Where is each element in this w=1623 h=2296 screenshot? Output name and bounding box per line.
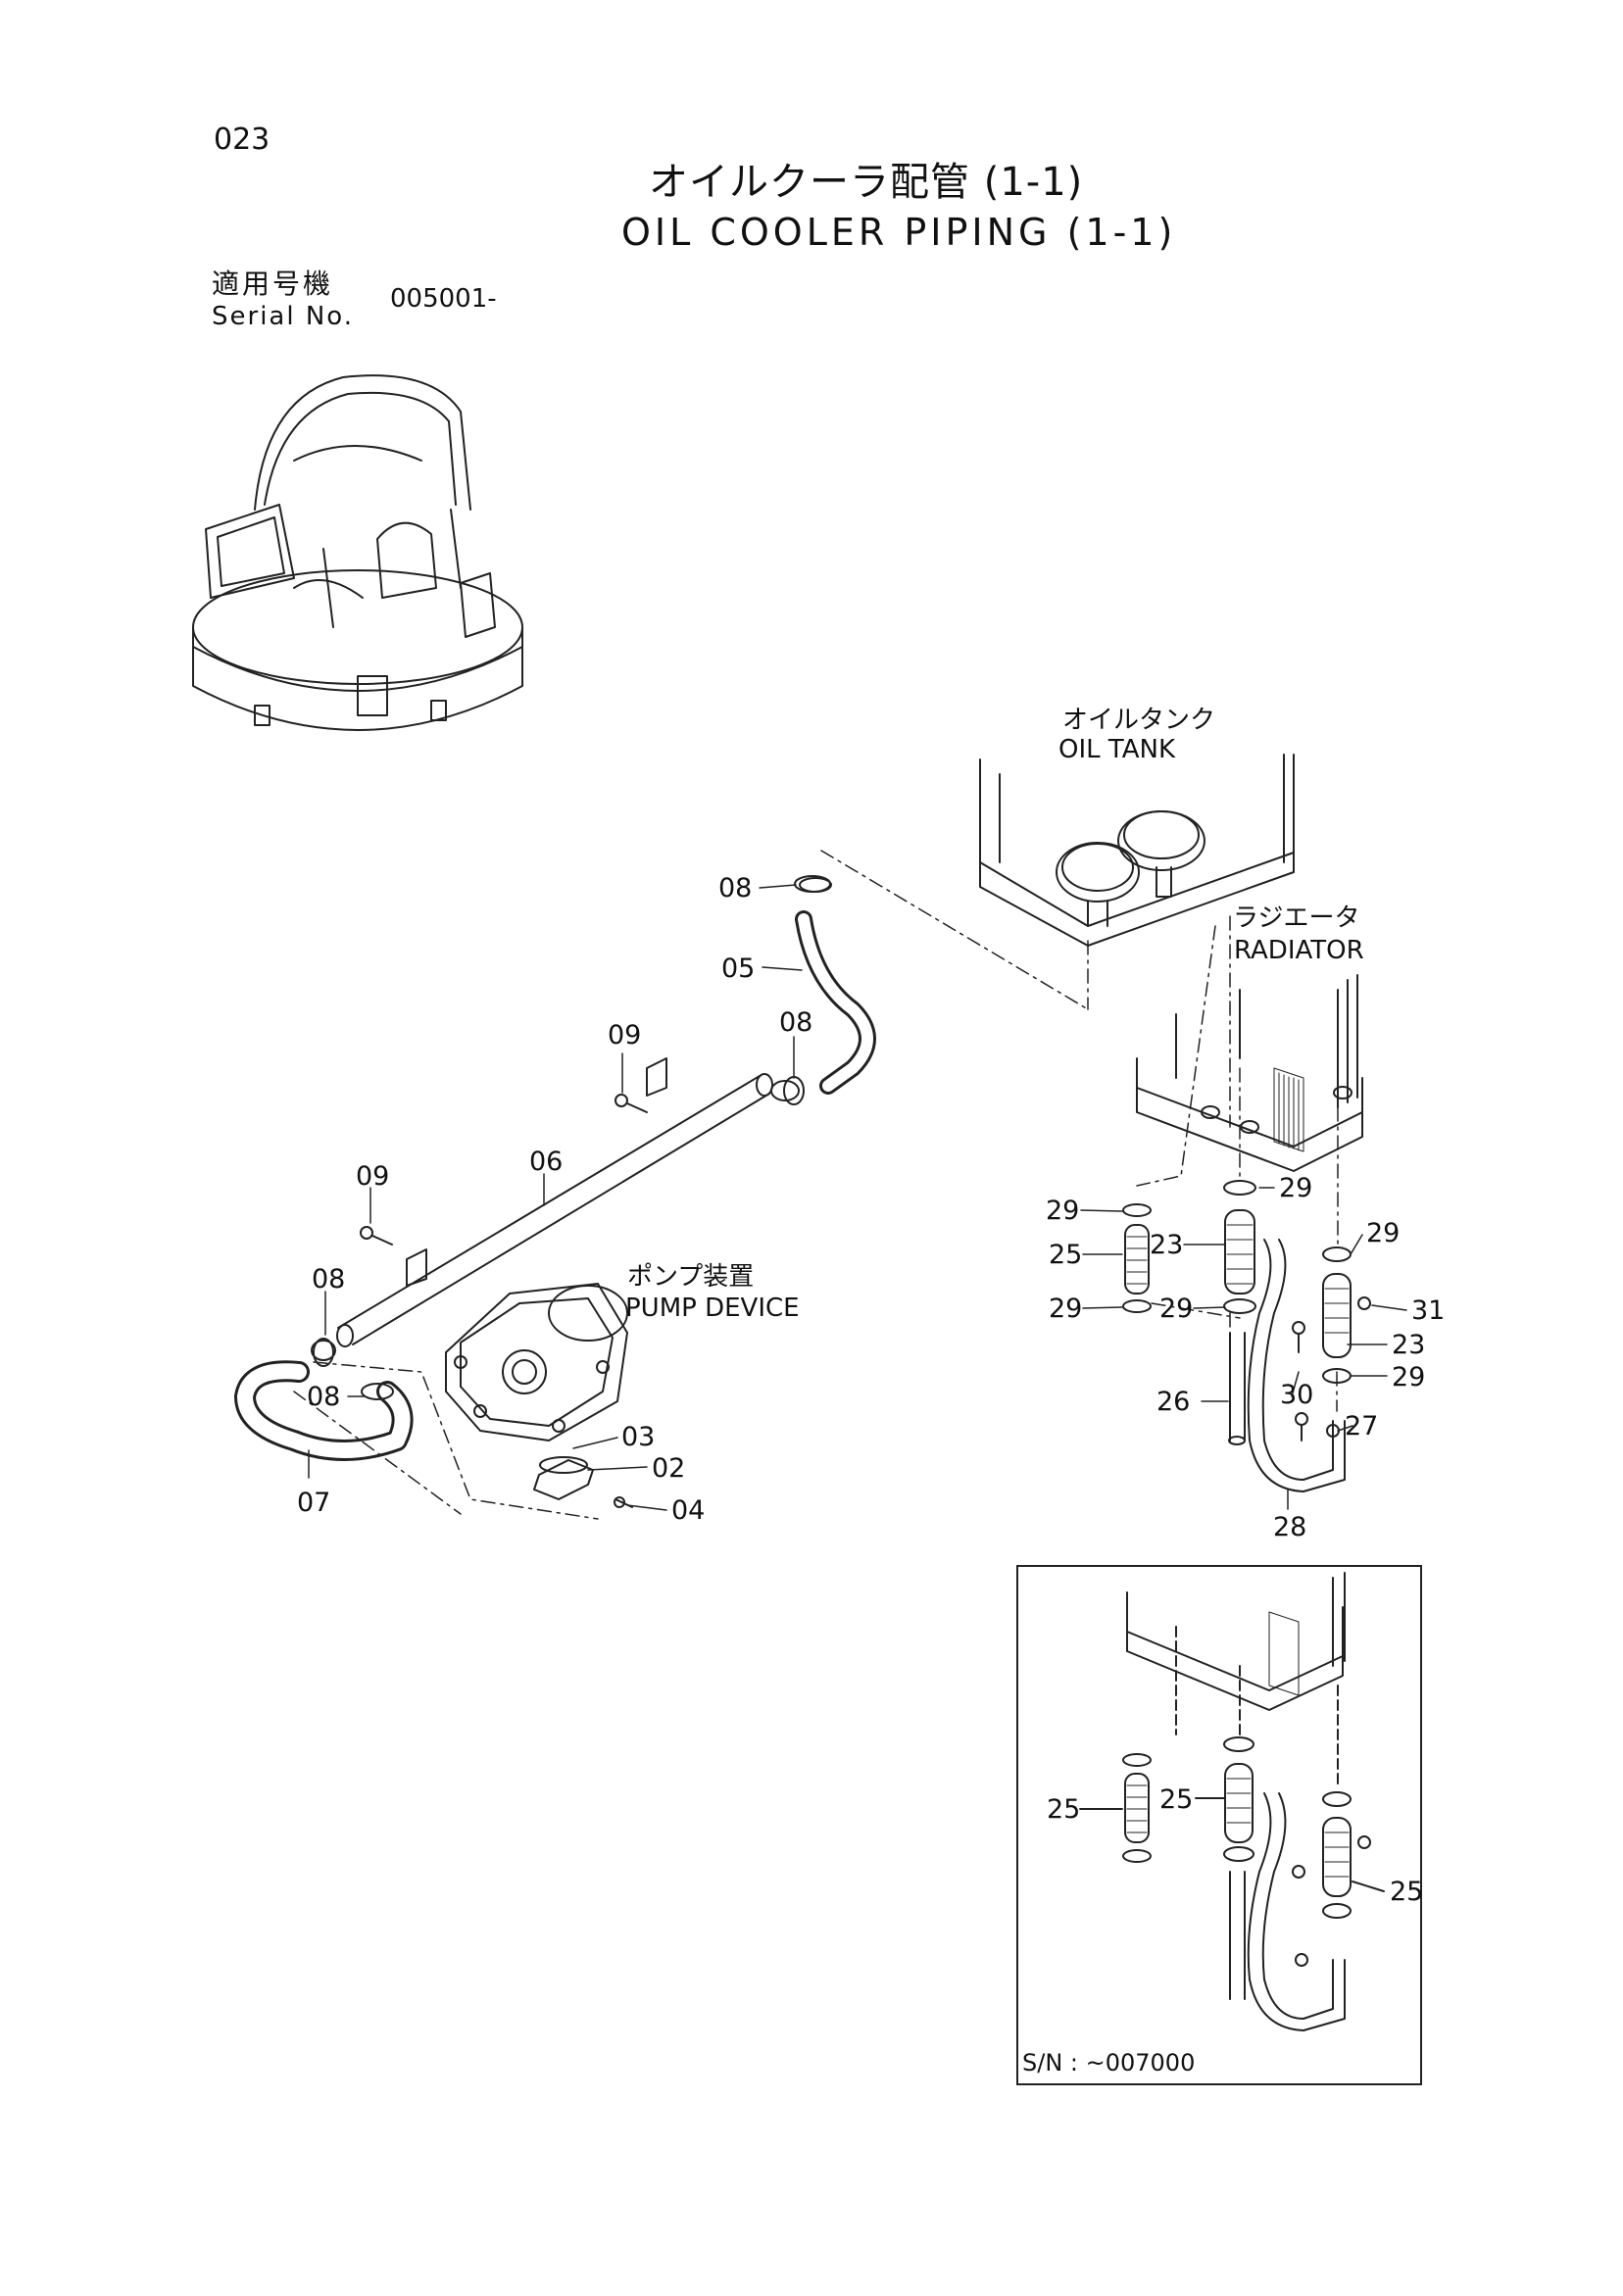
callout-29: 29 [1049,1294,1083,1324]
callout-08: 08 [307,1382,341,1412]
callout-25: 25 [1049,1240,1083,1270]
callout-28: 28 [1273,1512,1307,1542]
oil-tank-label-japanese: オイルタンク [1062,706,1216,735]
callout-09: 09 [608,1020,642,1050]
oil-tank-label: OIL TANK [1058,735,1176,764]
callout-29: 29 [1392,1362,1426,1392]
callout-07: 07 [297,1488,331,1518]
leader-lines [308,884,1407,1511]
inset-frame [1016,1565,1422,2085]
radiator-drawing [1136,974,1363,1172]
hose-07-drawing [234,1338,414,1461]
callout-30: 30 [1280,1380,1314,1410]
serial-label-japanese: 適用号機 [212,268,334,300]
callout-27: 27 [1345,1411,1379,1441]
pump-device-drawing [445,1283,633,1508]
connection-lines [293,850,1339,1520]
callout-08: 08 [718,873,753,904]
inset-callout-25: 25 [1159,1784,1194,1815]
callout-08: 08 [779,1007,813,1038]
inset-callout-25: 25 [1390,1877,1424,1907]
callout-29: 29 [1159,1294,1194,1324]
callout-29: 29 [1366,1218,1401,1248]
hose-05-drawing [783,875,876,1105]
callout-03: 03 [621,1422,656,1452]
inset-serial-note: S/N : ~007000 [1022,2049,1196,2076]
radiator-label-japanese: ラジエータ [1233,904,1360,933]
pump-device-label: PUMP DEVICE [625,1294,800,1323]
serial-label: Serial No. [212,302,354,331]
callout-05: 05 [721,953,756,984]
callout-29: 29 [1046,1196,1080,1226]
callout-31: 31 [1411,1295,1446,1326]
callout-29: 29 [1279,1173,1313,1203]
inset-drawing [1079,1572,1385,2031]
page-title-japanese: オイルクーラ配管 (1-1) [649,160,1084,205]
callout-23: 23 [1150,1230,1184,1260]
callout-06: 06 [529,1147,564,1177]
callout-26: 26 [1156,1387,1191,1417]
pump-device-label-japanese: ポンプ装置 [627,1262,755,1292]
callout-02: 02 [652,1453,686,1484]
serial-value: 005001- [390,284,497,314]
pipe-06-drawing [336,1057,773,1347]
oil-tank-drawing [979,754,1295,947]
callout-08: 08 [312,1264,346,1295]
callout-09: 09 [356,1161,390,1192]
callout-23: 23 [1392,1330,1426,1360]
page-title: OIL COOLER PIPING (1-1) [621,211,1177,254]
inset-callout-25: 25 [1047,1794,1081,1825]
machine-overview-drawing [192,374,523,731]
bolts-and-clamps-drawing [311,877,832,1361]
callout-04: 04 [671,1495,706,1526]
cooler-hoses-drawing [1122,1180,1371,1492]
page-number: 023 [214,122,270,157]
radiator-label: RADIATOR [1234,936,1364,965]
